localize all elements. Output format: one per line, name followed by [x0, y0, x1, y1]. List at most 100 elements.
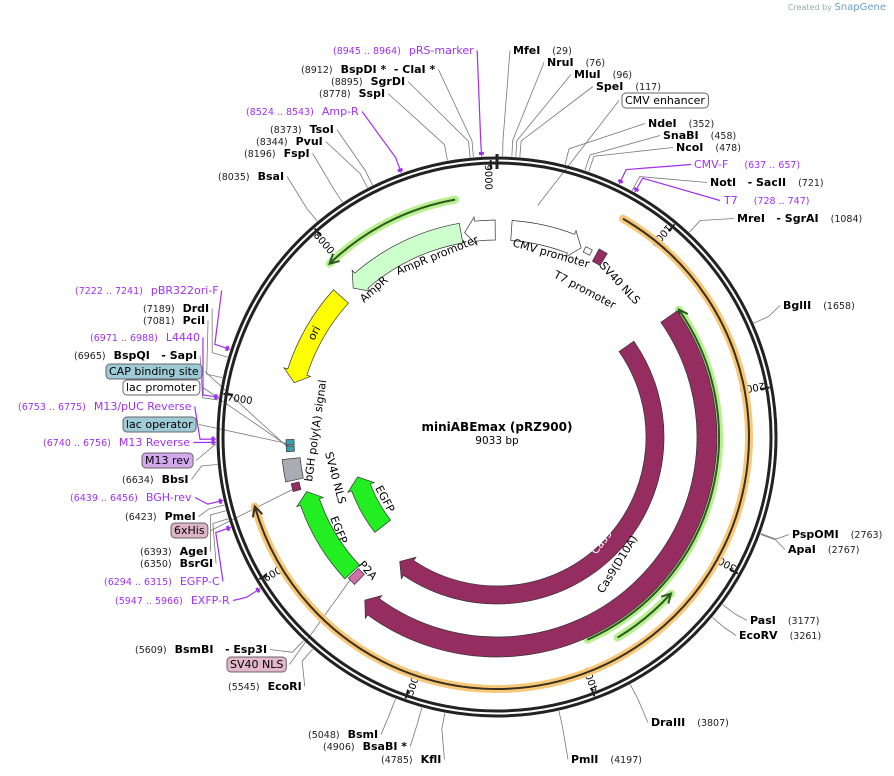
- bgh-polya-feature: [281, 457, 304, 483]
- site-position: (6634): [122, 475, 154, 486]
- enzyme-site-label-spei: SpeI(117): [596, 80, 661, 93]
- site-name: SgrDI: [371, 75, 405, 88]
- primer-binding-mark: [255, 587, 261, 594]
- site-position: (3261): [790, 631, 822, 642]
- site-name: T7: [723, 194, 738, 207]
- site-position: (6350): [140, 559, 172, 570]
- feature-box-label: lac promoter: [126, 381, 197, 394]
- enzyme-site-label-snabi: SnaBI(458): [663, 129, 736, 142]
- site-position: (8344): [256, 137, 288, 148]
- ampr-promoter-feature: [464, 216, 496, 246]
- site-name: KflI: [421, 753, 442, 766]
- site-name: BglII: [783, 299, 811, 312]
- enzyme-site-label-mrei-sgrai: MreI - SgrAI(1084): [737, 212, 862, 225]
- leader-line: [515, 74, 572, 157]
- site-position: (5048): [308, 730, 340, 741]
- leader-line: [202, 337, 219, 398]
- primer-label-bgh-rev: (6439 .. 6456) BGH-rev: [70, 491, 192, 504]
- site-position: (4906): [323, 742, 355, 753]
- orf-band: [253, 217, 750, 690]
- enzyme-site-label-drdi: (7189)DrdI: [143, 302, 209, 315]
- leader-line: [195, 443, 217, 461]
- primer-binding-mark: [218, 498, 223, 504]
- leader-line: [361, 111, 402, 174]
- leader-line: [199, 424, 291, 445]
- feature-box-6xhis: 6xHis: [170, 522, 209, 539]
- leader-line: [269, 640, 304, 653]
- leader-line: [409, 707, 423, 747]
- primer-binding-mark: [225, 525, 231, 532]
- site-name: Amp-R: [322, 105, 359, 118]
- enzyme-site-label-pmli: PmlI(4197): [571, 753, 642, 766]
- enzyme-site-label-noti-sacii: NotI - SacII (721): [710, 176, 824, 189]
- site-position: (6753 .. 6775): [18, 402, 86, 413]
- site-position: (2763): [851, 530, 883, 541]
- feature-box-bg: [170, 522, 209, 539]
- site-name: EcoRI: [268, 680, 302, 693]
- cap-site-feature: [285, 439, 295, 446]
- leader-line: [760, 534, 786, 550]
- site-name: MluI: [574, 68, 601, 81]
- tick-mark: [223, 392, 233, 397]
- egfp-inner-feature: [347, 476, 392, 533]
- primer-label-cmv-f: CMV-F(637 .. 657): [694, 158, 800, 171]
- cas9-feature: [399, 340, 665, 605]
- feature-box-label: M13 rev: [145, 454, 190, 467]
- primer-binding-mark: [397, 167, 404, 173]
- feature-box-bg: [141, 452, 194, 469]
- lac-operator-feature: [285, 445, 295, 453]
- leader-line: [191, 464, 218, 480]
- site-name: PmlI: [571, 753, 598, 766]
- enzyme-site-label-bsmbi-esp3i: (5609)BsmBI - Esp3I: [135, 643, 267, 656]
- leader-line: [629, 684, 649, 723]
- tick-mark: [404, 689, 410, 699]
- leader-line: [212, 518, 229, 564]
- sv40-nls-feature: [591, 248, 608, 267]
- leader-line: [631, 176, 708, 191]
- leader-line: [618, 163, 692, 185]
- enzyme-site-label-agei: (6393)AgeI: [140, 545, 208, 558]
- leader-line: [198, 504, 225, 517]
- enzyme-site-label-ecorv: EcoRV (3261): [739, 629, 821, 642]
- site-position: (458): [711, 131, 737, 142]
- leader-line: [325, 141, 368, 188]
- site-name: BsmI: [348, 728, 379, 741]
- leader-line: [215, 526, 232, 582]
- site-name: BGH-rev: [146, 491, 192, 504]
- site-name: EGFP-C: [180, 575, 220, 588]
- feature-box-bg: [105, 363, 203, 380]
- leader-line: [634, 177, 721, 202]
- site-name: EcoRV: [739, 629, 778, 642]
- tick-label: 8000: [311, 230, 336, 256]
- sv40-nls-left-feature: [290, 481, 302, 493]
- site-name: PspOMI: [792, 528, 839, 541]
- primer-label-prs-marker: (8945 .. 8964)pRS-marker: [333, 44, 474, 57]
- leader-line: [211, 308, 228, 358]
- enzyme-site-label-pspomi: PspOMI (2763): [792, 528, 882, 541]
- site-position: (6439 .. 6456): [70, 493, 138, 504]
- site-position: (8912): [301, 65, 333, 76]
- site-name: pBR322ori-F: [151, 284, 219, 297]
- leader-line: [387, 93, 448, 161]
- site-position: (6740 .. 6756): [43, 438, 111, 449]
- enzyme-site-label-tsoi: (8373)TsoI: [270, 123, 334, 136]
- site-name: BsaI: [258, 170, 284, 183]
- feature-box-bg: [122, 379, 201, 396]
- cmv-promoter-feature: [510, 220, 582, 258]
- site-position: (637 .. 657): [744, 160, 800, 171]
- map-center-title: miniABEmax (pRZ900) 9033 bp: [422, 420, 573, 447]
- primer-label-exfp-r: (5947 .. 5966)EXFP-R: [115, 594, 230, 607]
- site-name: NotI - SacII: [710, 176, 786, 189]
- site-position: (6423): [125, 512, 157, 523]
- enzyme-site-label-mlui: MluI(96): [574, 68, 632, 81]
- primer-binding-mark: [617, 178, 624, 184]
- site-position: (721): [798, 178, 824, 189]
- leader-line: [312, 153, 343, 203]
- orf-band-arrowhead: [251, 504, 264, 518]
- tick-mark: [590, 687, 596, 697]
- feature-box-cmv-enhancer: CMV enhancer: [621, 92, 709, 109]
- enzyme-site-label-bglii: BglII(1658): [783, 299, 855, 312]
- p2a-feature: [347, 567, 365, 585]
- site-name: BsmBI - Esp3I: [175, 643, 267, 656]
